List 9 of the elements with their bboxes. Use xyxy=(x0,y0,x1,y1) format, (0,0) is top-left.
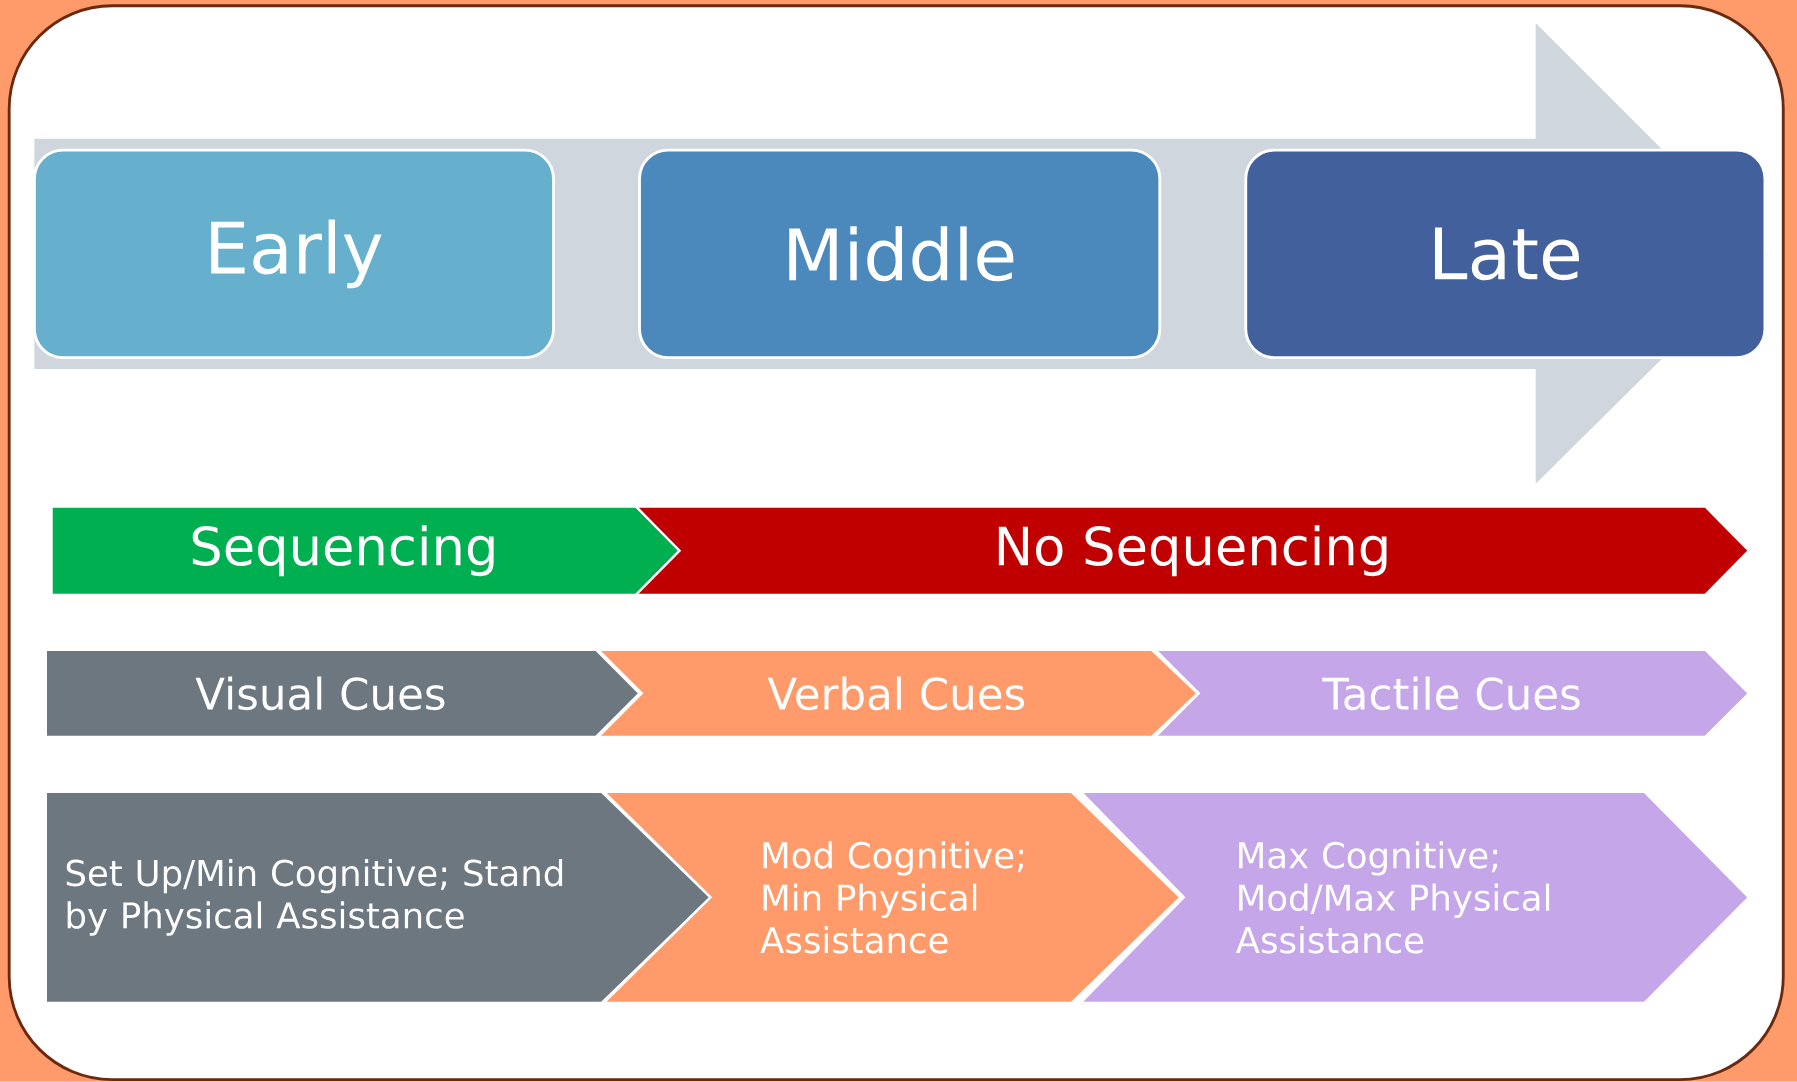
stage-box: Middle xyxy=(638,148,1162,360)
stage-band: No Sequencing xyxy=(633,505,1751,596)
stage-band: Sequencing xyxy=(50,505,682,596)
stage-band: Mod Cognitive; Min Physical Assistance xyxy=(601,790,1183,1004)
stage-band: Set Up/Min Cognitive; Stand by Physical Assistance xyxy=(44,790,713,1004)
stage-box: Late xyxy=(1244,148,1767,360)
stage-band: Visual Cues xyxy=(44,648,642,739)
stage-box: Early xyxy=(32,148,555,360)
stage-band: Max Cognitive; Mod/Max Physical Assistance xyxy=(1078,790,1751,1004)
